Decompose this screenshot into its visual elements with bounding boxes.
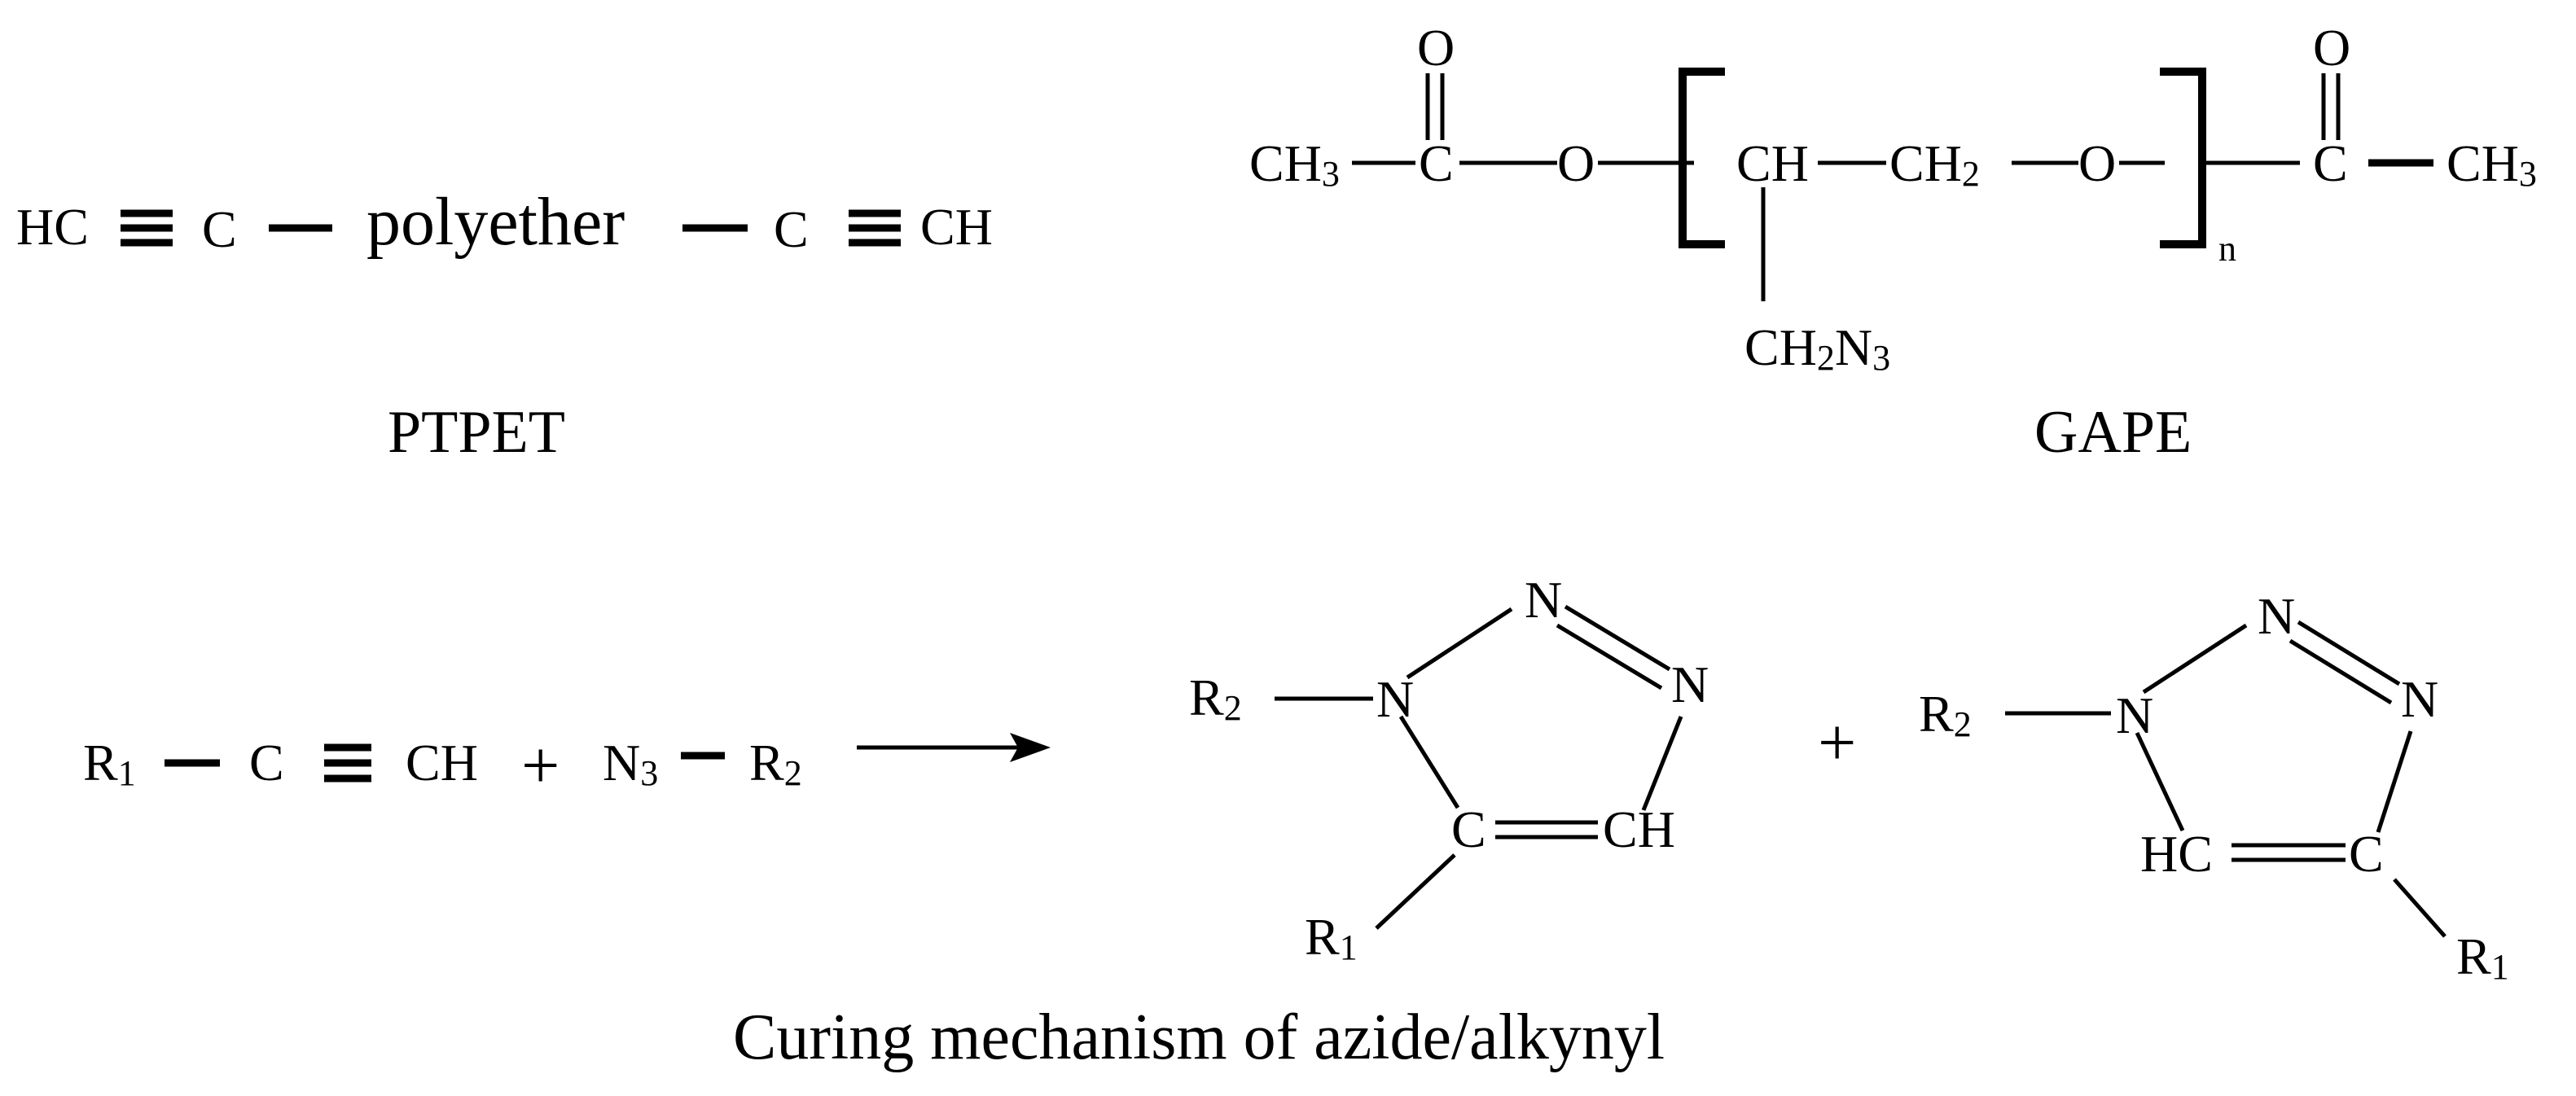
- gape-ch2: CH2: [1889, 134, 1980, 194]
- gape-c-left: C: [1419, 134, 1454, 192]
- gape-ch: CH: [1736, 134, 1809, 192]
- product-b-hc: HC: [2140, 825, 2213, 883]
- reactant-triple-bond: [324, 743, 371, 783]
- ptpet-ch: CH: [920, 198, 993, 256]
- gape-ch3-left: CH3: [1249, 134, 1340, 194]
- product-b-r2: R2: [1919, 685, 1972, 744]
- ptpet-c-left: C: [202, 200, 237, 258]
- product-b-triazole: R2 N N N HC C R1: [1919, 587, 2509, 987]
- gape-left-bracket: [1679, 68, 1725, 248]
- gape-side-ch2n3: CH2N3: [1744, 318, 1890, 378]
- product-a-n3: N: [1671, 655, 1709, 713]
- reactant-r1: R1: [83, 734, 136, 793]
- product-a-ch: CH: [1603, 800, 1675, 858]
- product-b-n2: N: [2258, 587, 2295, 645]
- reaction-reactants: R1 C CH + N3 R2: [83, 728, 802, 804]
- product-b-n3: N: [2401, 670, 2438, 728]
- gape-ch3-right: CH3: [2447, 134, 2537, 194]
- ptpet-triple-bond-left: [121, 209, 173, 247]
- ptpet-label: PTPET: [388, 399, 565, 466]
- product-a-r2: R2: [1189, 669, 1242, 728]
- reactant-c: C: [249, 734, 284, 791]
- gape-carbonyl-o-right: O: [2313, 19, 2350, 77]
- product-a-n1: N: [1376, 670, 1414, 728]
- product-b-r1: R1: [2456, 927, 2509, 987]
- reactant-ch: CH: [406, 734, 478, 791]
- gape-right-bracket: [2160, 68, 2206, 248]
- gape-o-ester-left: O: [1557, 134, 1595, 192]
- product-a-n2: N: [1525, 571, 1562, 629]
- ptpet-structure: HC C polyether C CH PTPET: [16, 184, 993, 466]
- reactant-n3: N3: [603, 734, 658, 793]
- ptpet-triple-bond-right: [849, 209, 901, 247]
- product-a-r1: R1: [1305, 908, 1358, 967]
- gape-repeat-n: n: [2218, 229, 2236, 269]
- ptpet-polyether: polyether: [366, 184, 625, 260]
- gape-o-chain: O: [2078, 134, 2116, 192]
- ptpet-c-right: C: [774, 200, 809, 258]
- gape-structure: CH3 O C O CH CH2 O CH2N3 n O C: [1249, 19, 2537, 466]
- gape-c-right: C: [2313, 134, 2348, 192]
- reaction-arrow: [857, 733, 1051, 762]
- product-a-c: C: [1451, 800, 1486, 858]
- reactant-r2: R2: [749, 734, 802, 793]
- reactant-plus: +: [521, 728, 560, 804]
- gape-carbonyl-o-left: O: [1417, 19, 1455, 77]
- product-b-c: C: [2349, 825, 2384, 883]
- ptpet-hc: HC: [16, 198, 89, 256]
- diagram-caption: Curing mechanism of azide/alkynyl: [733, 1002, 1665, 1073]
- products-plus: +: [1818, 705, 1856, 781]
- gape-label: GAPE: [2034, 399, 2192, 466]
- product-a-triazole: R2 N N N C CH R1: [1189, 571, 1709, 967]
- product-b-n1: N: [2116, 686, 2153, 744]
